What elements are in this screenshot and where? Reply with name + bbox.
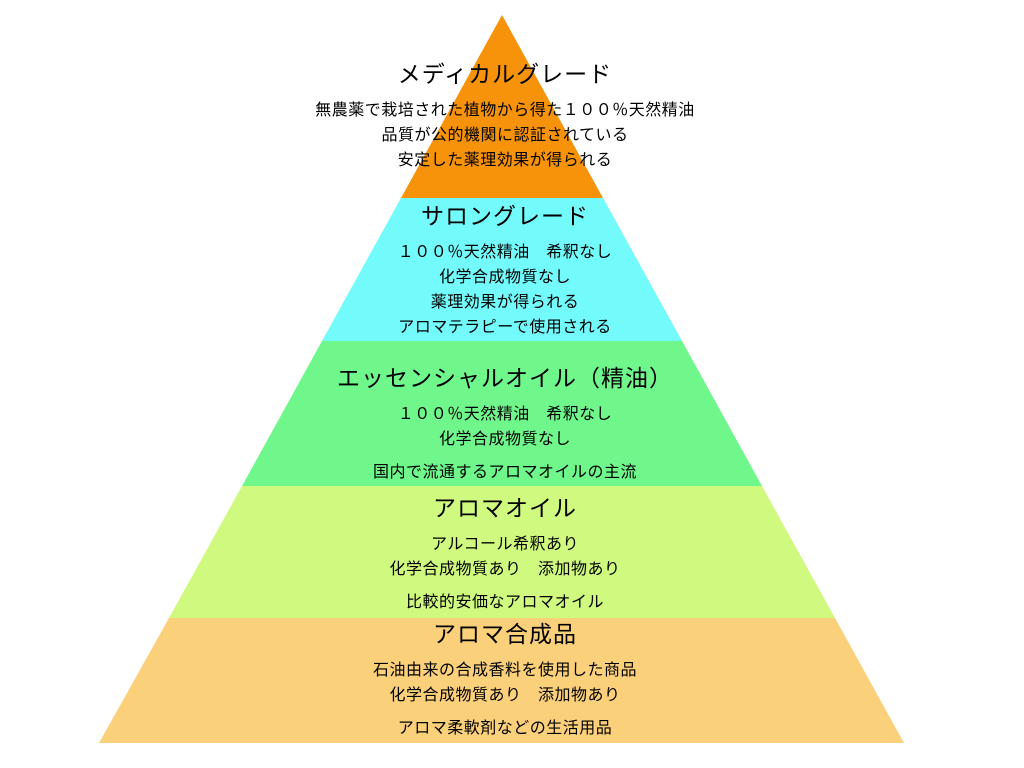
tier-line: アロマ柔軟剤などの生活用品 xyxy=(397,720,613,737)
tier-title-essential-oil: エッセンシャルオイル（精油） xyxy=(337,365,673,391)
tier-line: 安定した薬理効果が得られる xyxy=(397,152,613,169)
tier-text-medical-grade: メディカルグレード 無農薬で栽培された植物から得た１００％天然精油 品質が公的機… xyxy=(0,58,1010,173)
tier-line: 薬理効果が得られる xyxy=(430,294,580,311)
tier-text-aroma-synthetic: アロマ合成品 石油由来の合成香料を使用した商品 化学合成物質あり 添加物あり ア… xyxy=(0,618,1010,741)
tier-shape-salon-grade xyxy=(322,198,682,341)
tier-text-essential-oil: エッセンシャルオイル（精油） １００％天然精油 希釈なし 化学合成物質なし 国内… xyxy=(0,362,1010,485)
tier-shape-aroma-synthetic xyxy=(99,618,904,743)
tier-title-salon-grade: サロングレード xyxy=(421,203,589,229)
tier-shape-medical-grade xyxy=(401,15,603,198)
tier-title-aroma-oil: アロマオイル xyxy=(433,495,577,521)
tier-shape-aroma-oil xyxy=(169,486,835,618)
tier-line: アロマテラピーで使用される xyxy=(398,319,612,336)
tier-line: 国内で流通するアロマオイルの主流 xyxy=(372,464,637,481)
tier-line: １００％天然精油 希釈なし xyxy=(397,406,613,423)
tier-line: 比較的安価なアロマオイル xyxy=(405,594,604,611)
tier-line: 化学合成物質あり 添加物あり xyxy=(389,561,621,578)
tier-line: １００％天然精油 希釈なし xyxy=(397,244,613,261)
tier-line: 品質が公的機関に認証されている xyxy=(381,127,629,144)
tier-title-aroma-synthetic: アロマ合成品 xyxy=(433,621,577,647)
tier-shape-essential-oil xyxy=(242,341,762,486)
tier-text-salon-grade: サロングレード １００％天然精油 希釈なし 化学合成物質なし 薬理効果が得られる… xyxy=(0,200,1010,340)
tier-line: アルコール希釈あり xyxy=(430,536,580,553)
tier-line: 無農薬で栽培された植物から得た１００％天然精油 xyxy=(315,102,695,119)
tier-line: 化学合成物質あり 添加物あり xyxy=(389,687,621,704)
tier-text-aroma-oil: アロマオイル アルコール希釈あり 化学合成物質あり 添加物あり 比較的安価なアロ… xyxy=(0,492,1010,615)
tier-title-medical-grade: メディカルグレード xyxy=(397,61,613,87)
tier-line: 化学合成物質なし xyxy=(438,269,571,286)
tier-line: 化学合成物質なし xyxy=(438,431,571,448)
tier-line: 石油由来の合成香料を使用した商品 xyxy=(372,662,637,679)
